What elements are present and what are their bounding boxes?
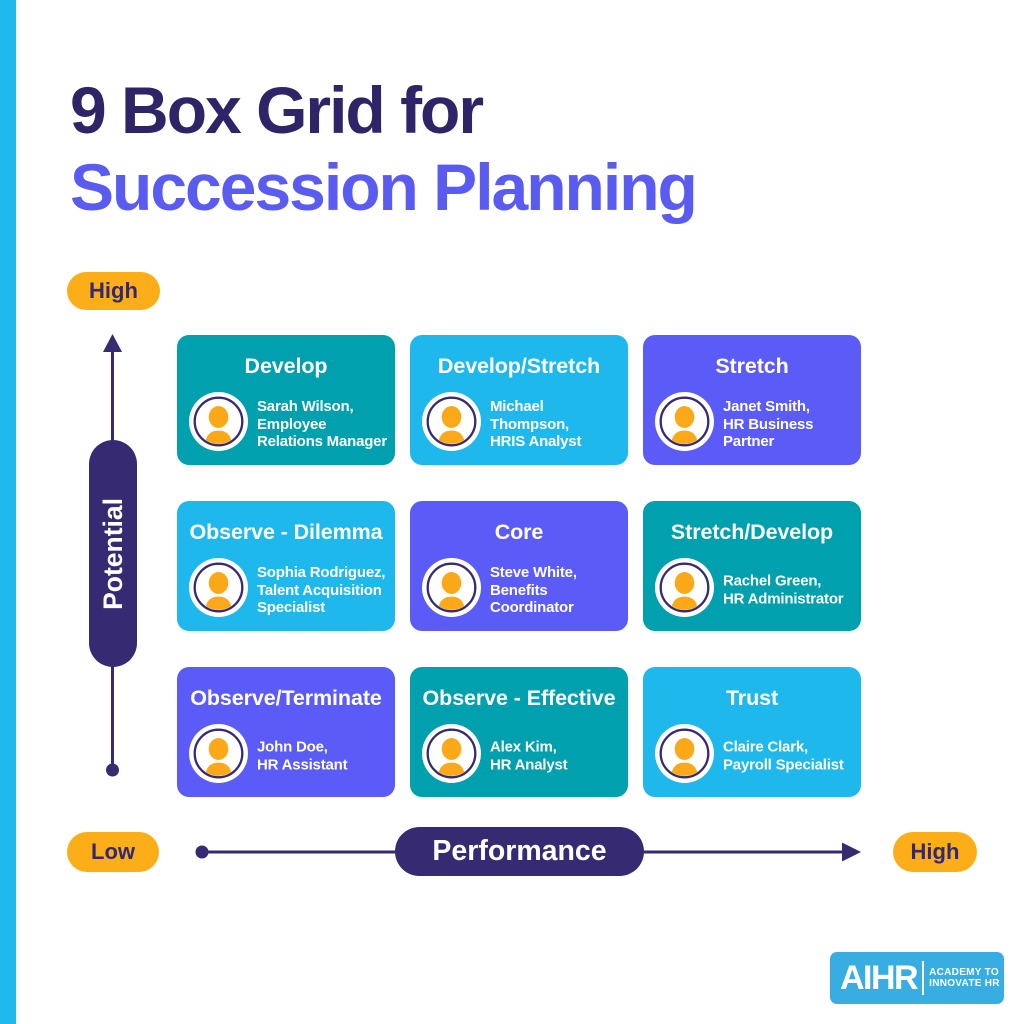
page-title-line2: Succession Planning bbox=[70, 150, 698, 224]
person-avatar-icon bbox=[655, 724, 714, 783]
aihr-logo-brand: AIHR bbox=[840, 959, 919, 997]
card-title: Trust bbox=[725, 686, 779, 710]
grid-card-3: Stretch Janet Smith, HR Business Partner bbox=[643, 335, 861, 465]
aihr-logo-divider bbox=[922, 961, 925, 995]
person-name: Michael Thompson, HRIS Analyst bbox=[490, 397, 582, 450]
person-name: Alex Kim, HR Analyst bbox=[490, 738, 568, 774]
y-axis-high-badge: High bbox=[67, 272, 160, 310]
person-avatar-icon bbox=[422, 724, 481, 783]
aihr-logo-tagline: ACADEMY TO INNOVATE HR bbox=[929, 967, 1000, 989]
person-name: Steve White, Benefits Coordinator bbox=[490, 563, 577, 616]
person-avatar-icon bbox=[422, 558, 481, 617]
grid-card-4: Observe - Dilemma Sophia Rodriguez, Tale… bbox=[177, 501, 395, 631]
x-axis-arrowhead-icon bbox=[842, 842, 861, 862]
person-name: Janet Smith, HR Business Partner bbox=[723, 397, 814, 450]
y-axis-label-pill: Potential bbox=[89, 440, 137, 667]
grid-card-5: Core Steve White, Benefits Coordinator bbox=[410, 501, 628, 631]
page-title-line1: 9 Box Grid for bbox=[70, 73, 484, 147]
grid-card-2: Develop/Stretch Michael Thompson, HRIS A… bbox=[410, 335, 628, 465]
person-avatar-icon bbox=[189, 392, 248, 451]
page-title: 9 Box Grid for Succession Planning bbox=[70, 72, 698, 226]
y-axis-arrowhead-icon bbox=[103, 334, 122, 352]
person-avatar-icon bbox=[655, 558, 714, 617]
person-name: Sarah Wilson, Employee Relations Manager bbox=[257, 397, 387, 450]
card-title: Stretch/Develop bbox=[670, 520, 834, 544]
person-name: Claire Clark, Payroll Specialist bbox=[723, 738, 844, 774]
grid-card-9: Trust Claire Clark, Payroll Specialist bbox=[643, 667, 861, 797]
grid-card-1: Develop Sarah Wilson, Employee Relations… bbox=[177, 335, 395, 465]
x-axis-label-pill: Performance bbox=[395, 827, 644, 876]
y-axis-label: Potential bbox=[97, 497, 128, 610]
card-title: Stretch bbox=[715, 354, 789, 378]
y-axis-origin-dot bbox=[106, 763, 119, 777]
left-edge-stripe bbox=[0, 0, 16, 1024]
card-title: Core bbox=[494, 520, 544, 544]
person-name: John Doe, HR Assistant bbox=[257, 738, 348, 774]
person-name: Rachel Green, HR Administrator bbox=[723, 572, 844, 608]
card-title: Develop bbox=[244, 354, 328, 378]
grid-card-8: Observe - Effective Alex Kim, HR Analyst bbox=[410, 667, 628, 797]
person-avatar-icon bbox=[422, 392, 481, 451]
grid-card-6: Stretch/Develop Rachel Green, HR Adminis… bbox=[643, 501, 861, 631]
card-title: Develop/Stretch bbox=[437, 354, 601, 378]
person-avatar-icon bbox=[189, 724, 248, 783]
person-avatar-icon bbox=[655, 392, 714, 451]
grid-card-7: Observe/Terminate John Doe, HR Assistant bbox=[177, 667, 395, 797]
aihr-logo: AIHR ACADEMY TO INNOVATE HR bbox=[830, 952, 1004, 1004]
person-avatar-icon bbox=[189, 558, 248, 617]
person-name: Sophia Rodriguez, Talent Acquisition Spe… bbox=[257, 563, 386, 616]
card-title: Observe - Effective bbox=[422, 686, 616, 710]
card-title: Observe/Terminate bbox=[190, 686, 382, 710]
x-axis-high-badge: High bbox=[893, 832, 977, 872]
card-title: Observe - Dilemma bbox=[189, 520, 383, 544]
x-axis-low-badge: Low bbox=[67, 832, 159, 872]
